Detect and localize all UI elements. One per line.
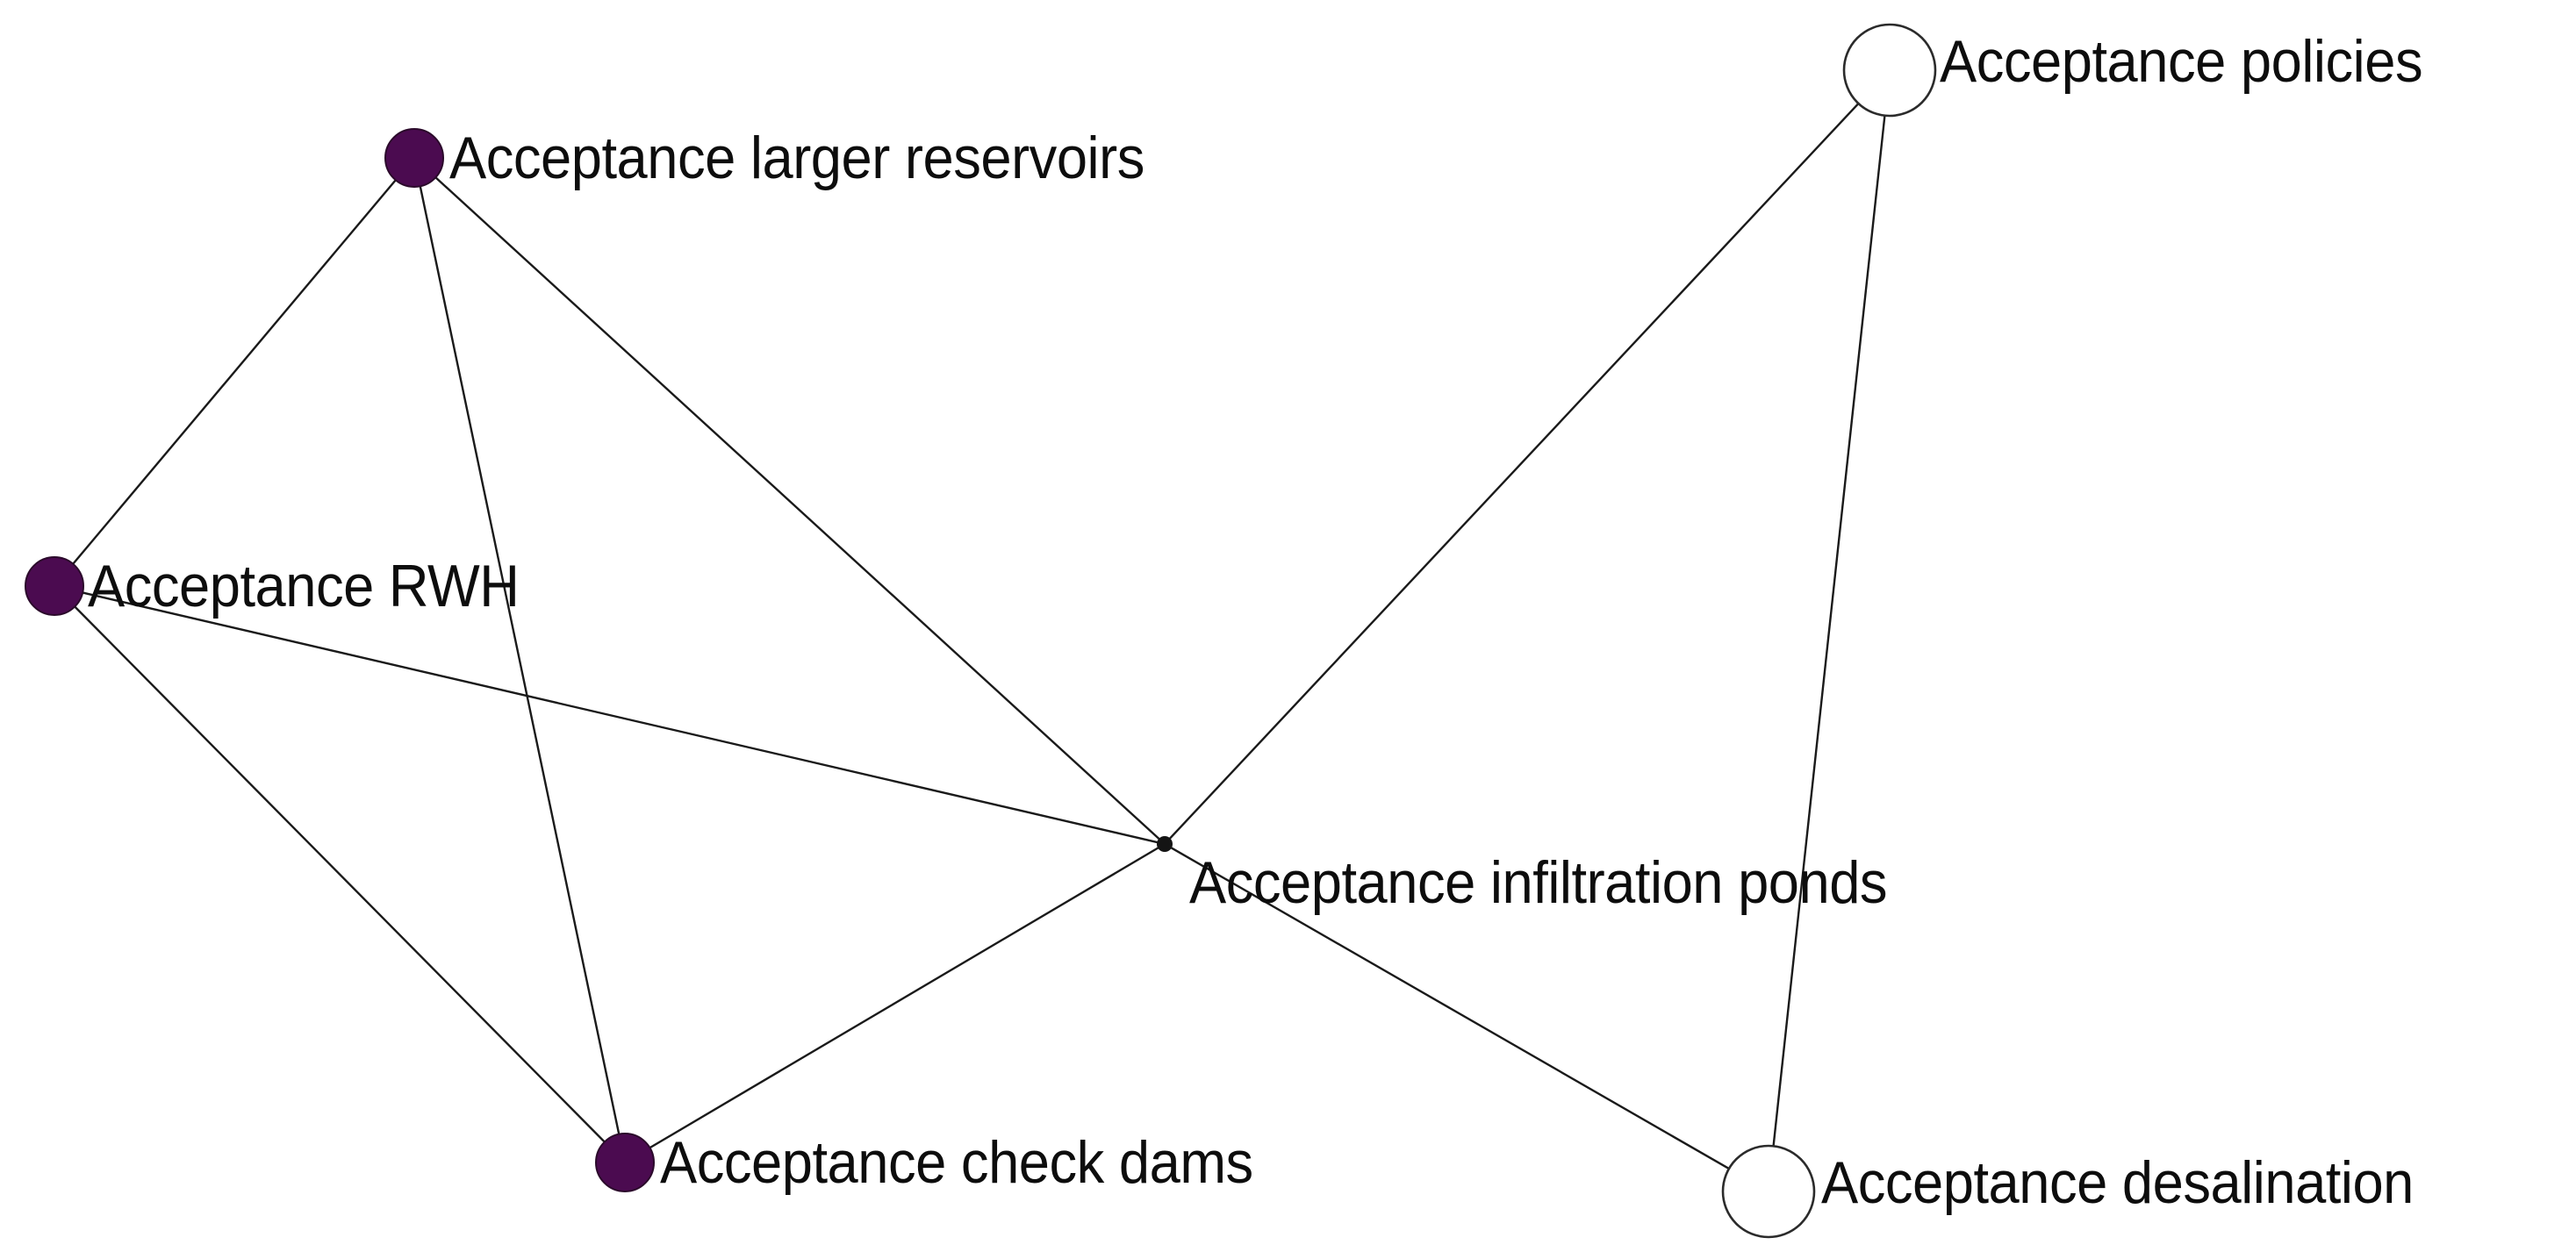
graph-node-larger_reservoirs[interactable] (384, 128, 444, 188)
nodes-layer (25, 23, 1937, 1239)
graph-node-desalination[interactable] (1721, 1144, 1816, 1239)
graph-node-infiltration_ponds[interactable] (1157, 836, 1173, 852)
graph-edge-rwh-to-check_dams (73, 604, 606, 1144)
edges-layer (71, 101, 1886, 1171)
graph-edge-larger_reservoirs-to-check_dams (419, 184, 621, 1136)
graph-node-label-rwh: Acceptance RWH (88, 553, 520, 619)
graph-edge-check_dams-to-infiltration_ponds (648, 847, 1159, 1149)
graph-node-policies[interactable] (1842, 23, 1937, 118)
graph-node-check_dams[interactable] (595, 1133, 655, 1192)
graph-edge-infiltration_ponds-to-policies (1169, 101, 1861, 840)
graph-node-rwh[interactable] (25, 556, 84, 616)
graph-edge-infiltration_ponds-to-desalination (1170, 847, 1732, 1171)
graph-edge-rwh-to-infiltration_ponds (81, 591, 1158, 844)
graph-node-label-desalination: Acceptance desalination (1821, 1149, 2414, 1216)
graph-node-label-larger_reservoirs: Acceptance larger reservoirs (449, 125, 1144, 191)
graph-edge-policies-to-desalination (1772, 113, 1886, 1148)
graph-node-label-policies: Acceptance policies (1940, 28, 2423, 95)
graph-edge-larger_reservoirs-to-infiltration_ponds (434, 175, 1160, 841)
graph-edge-larger_reservoirs-to-rwh (71, 178, 398, 566)
graph-node-label-infiltration_ponds: Acceptance infiltration ponds (1189, 849, 1888, 916)
graph-node-label-check_dams: Acceptance check dams (660, 1129, 1253, 1196)
